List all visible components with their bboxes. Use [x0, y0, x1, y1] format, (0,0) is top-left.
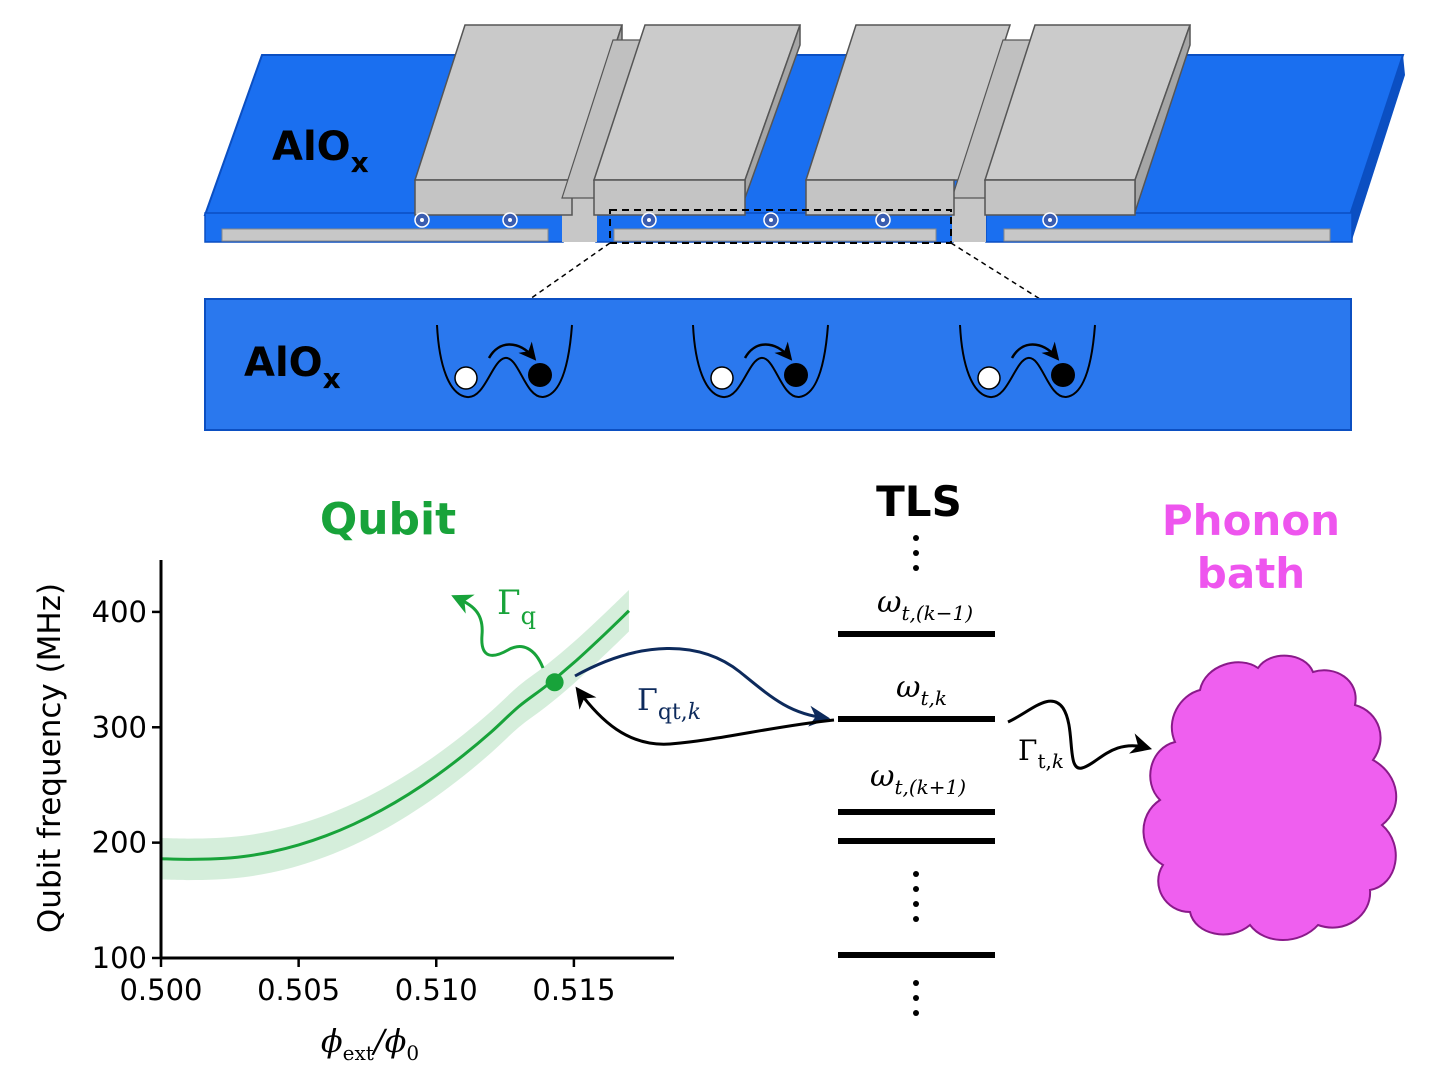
double-well-potential [436, 324, 573, 399]
x-tick-label: 0.510 [395, 973, 478, 1007]
gamma-t-label: Γt,k [1018, 734, 1064, 773]
tls-defect-marker [763, 212, 779, 228]
particle-final-state [528, 363, 552, 387]
metal-cross-section-1 [221, 228, 549, 242]
oxide-slab-side [1350, 55, 1405, 240]
x-tick-label: 0.500 [119, 973, 202, 1007]
tls-defect-marker [641, 212, 657, 228]
device-oxide-label: AlOx [272, 124, 369, 179]
qubit-frequency-chart: 0.500 0.505 0.510 0.515 100 200 300 400 Qubit … [32, 560, 674, 1065]
zoom-oxide-label: AlOx [244, 340, 341, 395]
gamma-qt-label: Γqt,k [637, 683, 701, 725]
particle-final-state [1051, 363, 1075, 387]
tls-to-phonon-arrow [1007, 699, 1153, 770]
qubit-to-tls-arrow [574, 647, 831, 727]
qubit-title: Qubit [320, 494, 456, 545]
omega-k-label: ωt,k [896, 670, 947, 710]
tunneling-arrow [1010, 341, 1060, 361]
tls-dots-middle [913, 871, 919, 922]
tls-dots-bottom [913, 980, 919, 1016]
particle-initial-state [977, 366, 1001, 390]
tls-defect-marker [1042, 212, 1058, 228]
x-tick-label: 0.515 [532, 973, 615, 1007]
particle-initial-state [710, 366, 734, 390]
oxide-slab-top [203, 54, 1405, 216]
y-tick-label: 200 [92, 826, 147, 860]
metal-cross-section-3 [1003, 228, 1331, 242]
tls-level-ladder: ωt,(k−1) ωt,k ωt,(k+1) [838, 535, 995, 1016]
tls-defect-marker [875, 212, 891, 228]
tls-defect-marker [502, 212, 518, 228]
qubit-decay-arrow [451, 594, 545, 669]
metal-block-2 [561, 24, 802, 216]
tunneling-arrow [487, 341, 537, 361]
metal-cross-section-2 [613, 228, 937, 242]
metal-block-1 [413, 24, 624, 216]
phonon-title-line1: Phonon [1162, 496, 1340, 545]
zoom-selection-box [609, 209, 952, 244]
tunneling-arrow [743, 341, 793, 361]
phonon-title-line2: bath [1197, 549, 1305, 598]
metal-block-3 [804, 24, 1037, 216]
tls-dots-top [913, 535, 919, 571]
y-tick-label: 300 [92, 710, 147, 744]
particle-final-state [784, 363, 808, 387]
operating-point-marker [545, 673, 564, 692]
tls-defect-marker [414, 212, 430, 228]
double-well-potential [959, 324, 1096, 399]
zoom-panel: AlOx [204, 298, 1352, 431]
frequency-uncertainty-band [161, 589, 629, 881]
x-axis-label: ϕext/ϕ0 [321, 1022, 419, 1065]
zoom-line-left [529, 242, 611, 300]
omega-k-plus-1-label: ωt,(k+1) [870, 759, 966, 799]
tls-to-qubit-arrow [575, 686, 835, 746]
y-tick-label: 100 [92, 941, 147, 975]
x-tick-label: 0.505 [257, 973, 340, 1007]
tls-title: TLS [876, 477, 962, 526]
gamma-q-label: Γq [497, 583, 536, 630]
trench-2 [952, 195, 986, 242]
zoom-line-right [950, 242, 1041, 300]
device-schematic: AlOx [203, 24, 1405, 300]
double-well-potential [692, 324, 829, 399]
y-tick-label: 400 [92, 595, 147, 629]
zoom-oxide-box [204, 298, 1352, 431]
y-axis-label: Qubit frequency (MHz) [32, 583, 68, 933]
phonon-bath-cloud [1142, 654, 1398, 941]
metal-block-4 [983, 24, 1192, 216]
omega-k-minus-1-label: ωt,(k−1) [877, 585, 973, 625]
particle-initial-state [454, 366, 478, 390]
